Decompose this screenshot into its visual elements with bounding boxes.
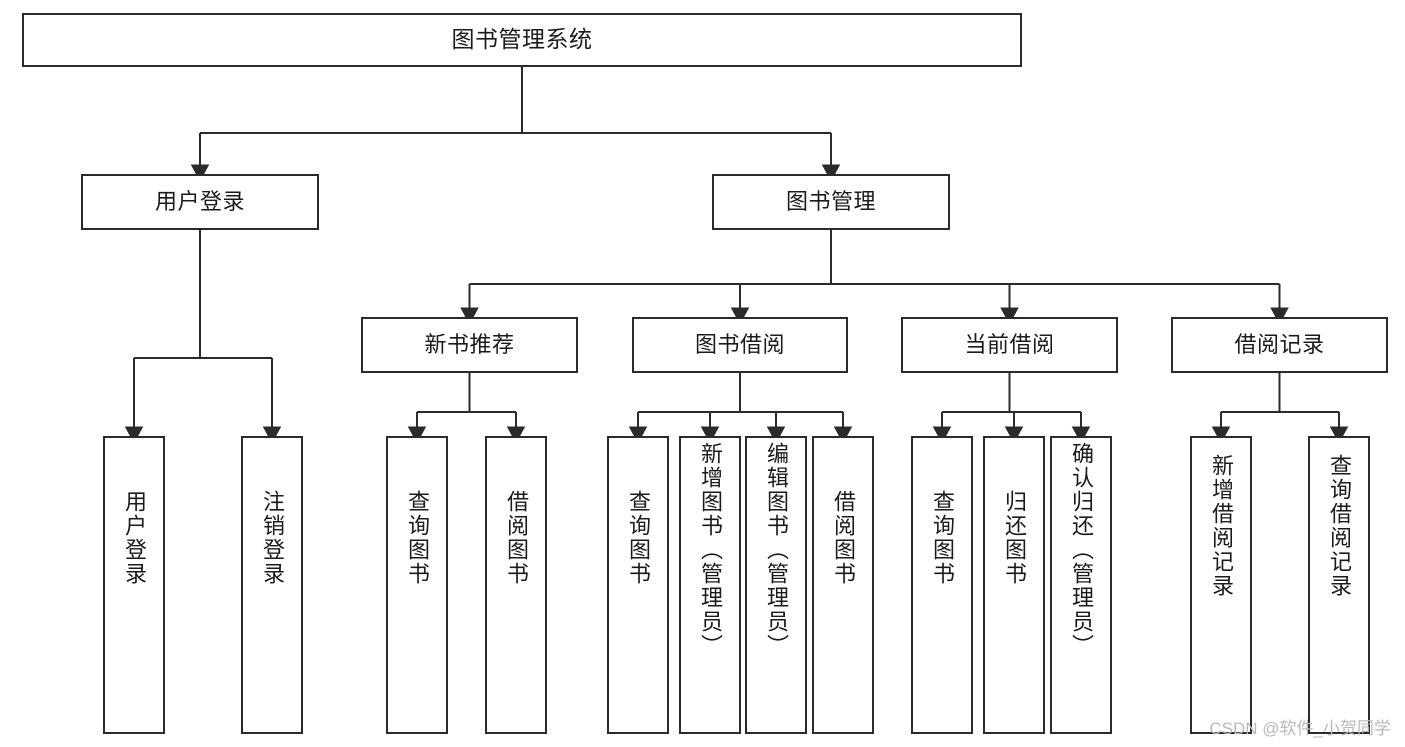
node-label: 归还图书: [1002, 490, 1027, 586]
node-label: 编辑图书（管理员）: [764, 442, 789, 658]
node-label: 注销登录: [260, 490, 285, 586]
leaf-borrow-borrow-books[interactable]: 借阅图书: [812, 436, 874, 734]
leaf-current-confirm-return-admin[interactable]: 确认归还（管理员）: [1050, 436, 1112, 734]
connector-lines: [124, 67, 1349, 444]
leaf-current-query-books[interactable]: 查询图书: [911, 436, 973, 734]
node-label: 用户登录: [122, 490, 147, 586]
leaf-borrow-edit-book-admin[interactable]: 编辑图书（管理员）: [745, 436, 807, 734]
node-label: 图书管理系统: [451, 26, 593, 53]
node-root-book-management-system[interactable]: 图书管理系统: [22, 13, 1022, 67]
leaf-borrow-add-book-admin[interactable]: 新增图书（管理员）: [679, 436, 741, 734]
node-label: 查询图书: [405, 490, 430, 586]
node-label: 图书借阅: [694, 332, 785, 358]
node-new-book-recommendation[interactable]: 新书推荐: [361, 317, 578, 373]
node-label: 用户登录: [154, 189, 245, 215]
node-label: 查询图书: [930, 490, 955, 586]
node-label: 查询借阅记录: [1327, 454, 1352, 598]
leaf-newbook-query-books[interactable]: 查询图书: [386, 436, 448, 734]
node-label: 图书管理: [785, 189, 876, 215]
leaf-newbook-borrow-books[interactable]: 借阅图书: [485, 436, 547, 734]
node-book-management[interactable]: 图书管理: [712, 174, 950, 230]
node-label: 确认归还（管理员）: [1069, 442, 1094, 658]
leaf-user-logout[interactable]: 注销登录: [241, 436, 303, 734]
node-label: 查询图书: [626, 490, 651, 586]
node-label: 新书推荐: [424, 332, 515, 358]
leaf-record-add-borrow-record[interactable]: 新增借阅记录: [1190, 436, 1252, 734]
node-label: 借阅记录: [1234, 332, 1325, 358]
node-user-login[interactable]: 用户登录: [81, 174, 319, 230]
node-label: 借阅图书: [831, 490, 856, 586]
node-label: 新增图书（管理员）: [698, 442, 723, 658]
leaf-user-login[interactable]: 用户登录: [103, 436, 165, 734]
watermark-text: CSDN @软件_小贺同学: [1209, 719, 1391, 738]
node-borrowing-records[interactable]: 借阅记录: [1171, 317, 1388, 373]
leaf-current-return-books[interactable]: 归还图书: [983, 436, 1045, 734]
node-current-borrowing[interactable]: 当前借阅: [901, 317, 1118, 373]
node-book-borrowing[interactable]: 图书借阅: [632, 317, 848, 373]
leaf-borrow-query-books[interactable]: 查询图书: [607, 436, 669, 734]
node-label: 当前借阅: [964, 332, 1055, 358]
leaf-record-query-borrow-record[interactable]: 查询借阅记录: [1308, 436, 1370, 734]
node-label: 借阅图书: [504, 490, 529, 586]
node-label: 新增借阅记录: [1209, 454, 1234, 598]
